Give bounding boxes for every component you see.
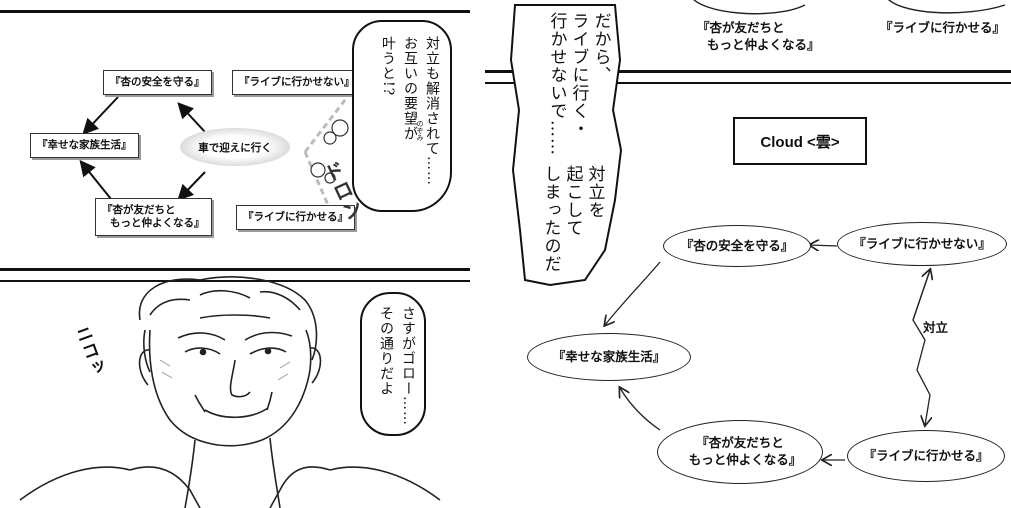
narration-line-4: 対立を (584, 165, 605, 219)
left-manga-page: 『杏の安全を守る』 『ライブに行かせない』 『幸せな家族生活』 車で迎えに行く … (0, 0, 470, 508)
cloud-title-box: Cloud <雲> (733, 117, 867, 165)
bubble-bottom-line-2: その通りだよ (378, 306, 394, 396)
top-strip-ovals (693, 0, 1006, 15)
anzu-friends-line1: 『杏が友だちと (102, 204, 176, 216)
narration-line-6: しまったのだ (540, 165, 561, 273)
panel-divider (0, 268, 470, 271)
flow-arrows (79, 96, 349, 206)
box-no-live: 『ライブに行かせない』 (232, 70, 362, 96)
oval-happy-family-label: 『幸せな家族生活』 (552, 348, 666, 364)
narration-line-3: 行かせないで…… (546, 12, 567, 156)
narration-line-2: ライブに行く・ (568, 12, 589, 138)
right-panel-divider-inner (485, 82, 1011, 84)
speech-bubble-bottom: さすがゴロー…… その通りだよ (360, 292, 426, 436)
page-gutter (470, 0, 485, 508)
box-anzu-safety: 『杏の安全を守る』 (103, 70, 212, 96)
top-go-live: 『ライブに行かせる』 (880, 20, 1006, 35)
oval-anzu-friends: 『杏が友だちと もっと仲よくなる』 (657, 420, 823, 484)
panel-border-top (0, 10, 470, 13)
box-center-action: 車で迎えに行く (180, 128, 290, 166)
oval-go-live: 『ライブに行かせる』 (847, 430, 1005, 482)
box-go-live: 『ライブに行かせる』 (236, 205, 355, 231)
center-action-label: 車で迎えに行く (198, 141, 272, 154)
character-illustration (19, 276, 441, 508)
anzu-friends-line2: もっと仲よくなる』 (110, 217, 205, 230)
top-anzu-friends-line1: 『杏が友だちと (697, 20, 785, 35)
narration-line-5: 起こして (562, 165, 583, 237)
oval-happy-family: 『幸せな家族生活』 (527, 333, 691, 381)
oval-no-live: 『ライブに行かせない』 (837, 222, 1007, 266)
bubble-line-2: お互いの要望が (402, 36, 418, 141)
oval-anzu-safety-label: 『杏の安全を守る』 (680, 237, 794, 253)
right-manga-page: 『杏が友だちと もっと仲よくなる』 『ライブに行かせる』 だから、 ライブに行く… (485, 0, 1011, 508)
cloud-diagram-arrows (485, 0, 1011, 508)
speech-bubble-top: 対立も解消されて…… お互いの要望が 叶うと!? のぞみ (352, 20, 452, 212)
oval-anzu-safety: 『杏の安全を守る』 (663, 225, 811, 267)
bubble-line-3: 叶うと!? (380, 36, 396, 97)
box-happy-family: 『幸せな家族生活』 (30, 133, 139, 159)
right-panel-divider (485, 70, 1011, 73)
narration-line-1: だから、 (590, 12, 611, 84)
oval-anzu-friends-line2: もっと仲よくなる』 (688, 452, 802, 467)
oval-anzu-friends-line1: 『杏が友だちと (696, 435, 784, 451)
narration-box (509, 4, 623, 287)
oval-no-live-label: 『ライブに行かせない』 (853, 235, 991, 251)
box-anzu-friends: 『杏が友だちと もっと仲よくなる』 (95, 198, 212, 237)
bubble-bottom-line-1: さすがゴロー…… (400, 306, 416, 426)
oval-go-live-label: 『ライブに行かせる』 (863, 447, 989, 463)
ruby-nozomi: のぞみ (416, 120, 424, 141)
top-anzu-friends-line2: もっと仲よくなる』 (707, 36, 820, 52)
bubble-line-1: 対立も解消されて…… (424, 36, 440, 186)
panel-divider-inner (0, 280, 470, 282)
conflict-label: 対立 (923, 320, 949, 335)
top-anzu-friends: 『杏が友だちと もっと仲よくなる』 (697, 20, 820, 54)
cloud-title-label: Cloud <雲> (760, 133, 840, 151)
